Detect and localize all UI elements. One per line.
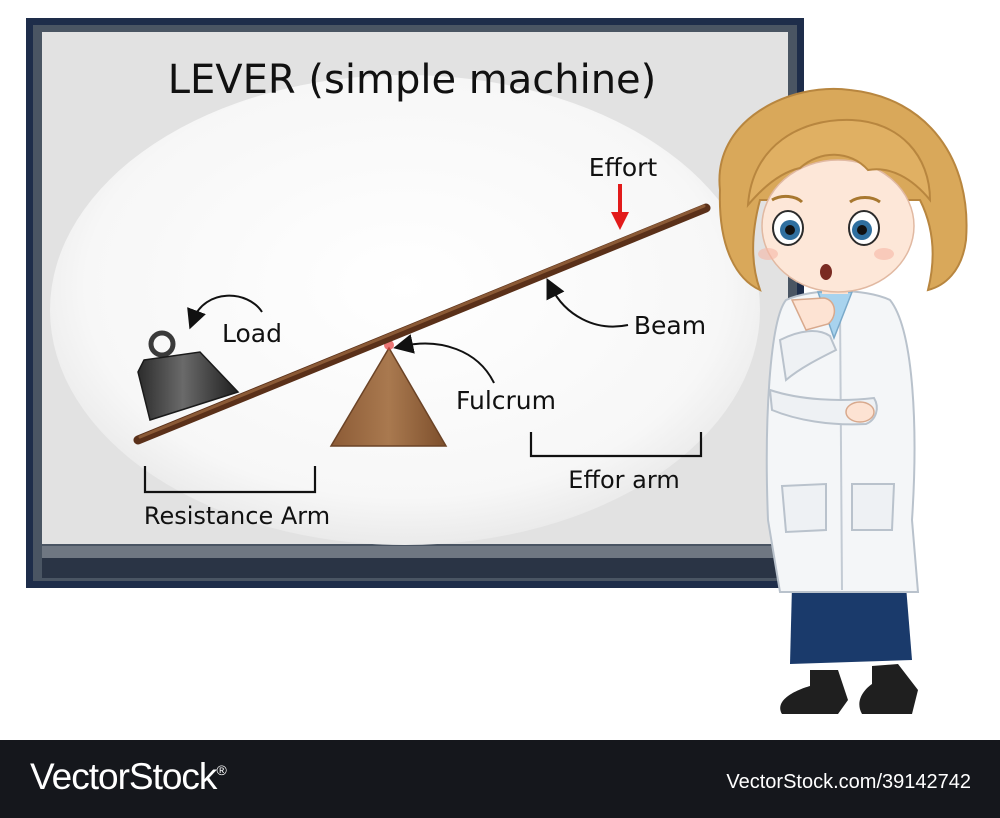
brand-name: VectorStock [30,756,217,797]
lever-beam-highlight [138,204,706,439]
effort-arm-bracket [529,432,703,458]
load-weight [137,330,240,421]
fulcrum-triangle [329,346,448,447]
diagram-title: LEVER (simple machine) [168,57,657,103]
load-label: Load [222,319,282,348]
coat-seam [839,304,843,591]
face [761,159,915,293]
whiteboard [26,18,804,588]
effort-arm-label: Effor arm [568,466,679,494]
weight-body [137,351,240,421]
effort-label: Effort [589,153,658,182]
left-pupil-core [785,225,795,235]
board-tray-shadow [42,558,788,578]
right-shoe [859,664,918,714]
image-id-url: VectorStock.com/39142742 [726,771,971,793]
effort-arrow-icon [611,184,629,230]
right-pupil-core [857,225,867,235]
resistance-arm-label: Resistance Arm [144,502,330,530]
vectorstock-logo: VectorStock® [30,756,227,798]
pointing-hand [790,297,836,331]
resistance-arm-bracket [143,466,317,494]
skirt [790,586,912,664]
load-pointer-arrow-icon [187,294,263,330]
coat-pocket-right [851,483,896,531]
weight-ring [148,330,176,358]
scientist-girl-illustration [718,88,968,714]
fulcrum-pointer-arrow-icon [393,334,495,384]
right-cheek [874,248,894,260]
raised-arm [778,330,838,382]
footer-bar: VectorStock® VectorStock.com/39142742 [0,740,1000,818]
mouth [820,264,832,280]
left-shoe [780,670,848,714]
left-eyebrow [771,194,804,204]
board-highlight [50,75,760,545]
coat-pocket-left [780,482,827,534]
fulcrum-label: Fulcrum [456,386,556,415]
left-cheek [758,248,778,260]
board-tray [42,546,788,558]
beam-pointer-arrow-icon [546,278,629,328]
beam-label: Beam [634,311,706,340]
hair-bangs [746,118,932,208]
lever-beam [133,203,711,445]
registered-mark: ® [216,762,226,778]
lever-illustration: LEVER (simple machine) Resistance Arm Ef… [26,18,968,714]
right-eyebrow [849,196,881,204]
left-hand [845,401,875,423]
